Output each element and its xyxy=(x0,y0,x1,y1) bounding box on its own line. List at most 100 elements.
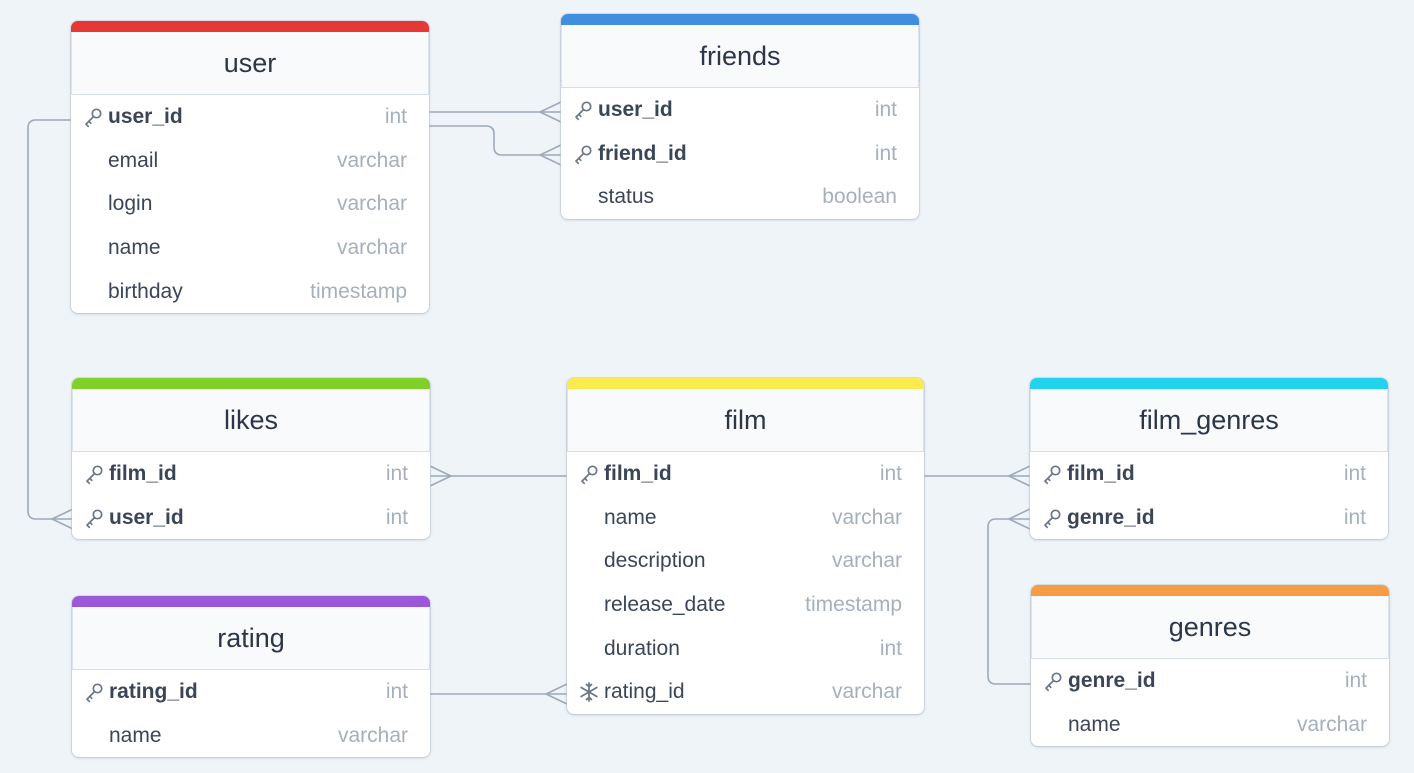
field-row[interactable]: friend_id int xyxy=(561,132,919,176)
field-name: film_id xyxy=(1067,461,1135,485)
relationship-user-likes xyxy=(27,119,73,520)
key-icon xyxy=(1041,507,1063,529)
field-type: varchar xyxy=(831,549,902,573)
field-row[interactable]: rating_id int xyxy=(72,670,430,714)
field-row[interactable]: name varchar xyxy=(71,226,429,270)
field-name: duration xyxy=(604,636,680,660)
table-rating[interactable]: rating rating_id int name varchar xyxy=(72,596,430,758)
field-row[interactable]: user_id int xyxy=(72,496,430,540)
field-row[interactable]: duration int xyxy=(567,627,924,671)
field-row[interactable]: film_id int xyxy=(567,452,924,496)
field-row[interactable]: genre_id int xyxy=(1031,659,1389,703)
field-row[interactable]: user_id int xyxy=(71,95,429,139)
field-type: int xyxy=(385,505,408,529)
key-icon xyxy=(572,99,594,121)
snowflake-icon xyxy=(578,681,600,703)
field-name: name xyxy=(1068,712,1121,736)
field-row[interactable]: login varchar xyxy=(71,182,429,226)
crows-foot-likes-user-id xyxy=(50,508,74,530)
key-icon xyxy=(82,106,104,128)
field-name: name xyxy=(604,505,657,529)
table-title: film_genres xyxy=(1030,389,1388,452)
crows-foot-film-genres-genre-id xyxy=(1007,508,1031,530)
field-type: int xyxy=(874,97,897,121)
key-icon xyxy=(83,507,105,529)
field-name: rating_id xyxy=(604,680,685,704)
relationship-user-friends-friend-id xyxy=(429,125,561,156)
table-color-bar xyxy=(72,378,430,389)
field-name: release_date xyxy=(604,592,726,616)
table-color-bar xyxy=(72,596,430,607)
key-icon xyxy=(83,463,105,485)
field-type: int xyxy=(385,461,408,485)
table-color-bar xyxy=(71,21,429,32)
field-type: varchar xyxy=(336,192,407,216)
field-name: friend_id xyxy=(598,141,687,165)
field-name: user_id xyxy=(109,505,184,529)
field-name: genre_id xyxy=(1068,668,1156,692)
field-row[interactable]: status boolean xyxy=(561,175,919,219)
field-name: film_id xyxy=(109,461,177,485)
crows-foot-likes-film-id xyxy=(429,465,453,487)
field-name: genre_id xyxy=(1067,505,1155,529)
table-title: rating xyxy=(72,607,430,670)
crows-foot-friends-user-id xyxy=(538,101,562,123)
table-color-bar xyxy=(561,14,919,25)
field-type: varchar xyxy=(336,235,407,259)
field-row[interactable]: birthday timestamp xyxy=(71,270,429,314)
field-row[interactable]: name varchar xyxy=(1031,703,1389,747)
field-name: user_id xyxy=(108,104,183,128)
field-type: int xyxy=(1344,668,1367,692)
table-color-bar xyxy=(1031,585,1389,596)
crows-foot-film-rating-id xyxy=(544,683,568,705)
field-type: int xyxy=(385,679,408,703)
field-name: email xyxy=(108,148,159,172)
crows-foot-friends-friend-id xyxy=(538,144,562,166)
field-type: int xyxy=(1343,461,1366,485)
table-color-bar xyxy=(1030,378,1388,389)
field-name: login xyxy=(108,192,153,216)
field-row[interactable]: film_id int xyxy=(72,452,430,496)
field-name: birthday xyxy=(108,279,183,303)
field-name: film_id xyxy=(604,461,672,485)
crows-foot-film-genres-film-id xyxy=(1007,465,1031,487)
field-type: timestamp xyxy=(310,279,407,303)
field-type: int xyxy=(879,636,902,660)
field-type: varchar xyxy=(831,680,902,704)
table-title: user xyxy=(71,32,429,95)
field-type: varchar xyxy=(337,723,408,747)
field-name: rating_id xyxy=(109,679,198,703)
table-title: film xyxy=(567,389,924,452)
key-icon xyxy=(83,681,105,703)
field-name: status xyxy=(598,185,655,209)
field-type: varchar xyxy=(1296,712,1367,736)
table-title: friends xyxy=(561,25,919,88)
field-row[interactable]: film_id int xyxy=(1030,452,1388,496)
field-name: name xyxy=(108,235,161,259)
field-row[interactable]: description varchar xyxy=(567,539,924,583)
key-icon xyxy=(1042,670,1064,692)
field-name: name xyxy=(109,723,162,747)
field-type: int xyxy=(384,104,407,128)
field-name: description xyxy=(604,549,706,573)
field-type: boolean xyxy=(822,185,897,209)
field-row[interactable]: rating_id varchar xyxy=(567,670,924,714)
field-type: int xyxy=(874,141,897,165)
key-icon xyxy=(1041,463,1063,485)
field-type: int xyxy=(879,461,902,485)
table-color-bar xyxy=(567,378,924,389)
table-title: likes xyxy=(72,389,430,452)
field-row[interactable]: name varchar xyxy=(72,714,430,758)
